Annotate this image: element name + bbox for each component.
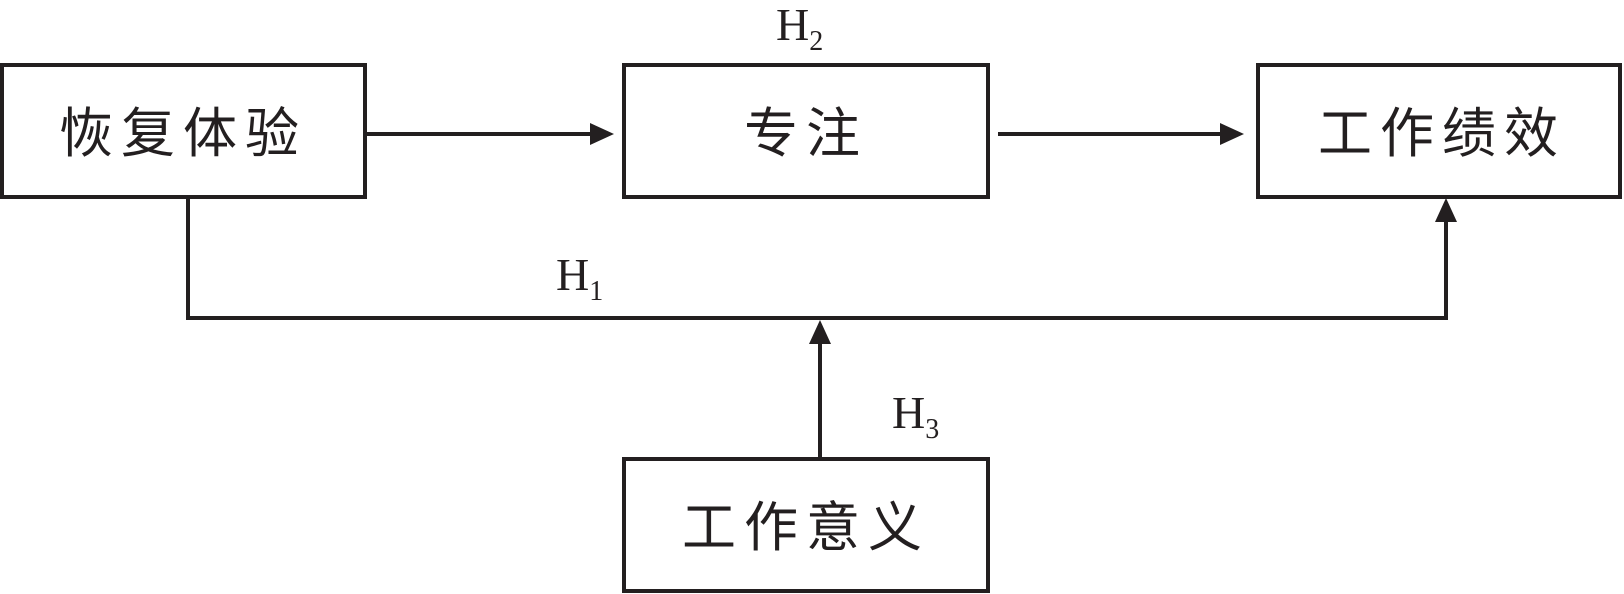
connectors bbox=[186, 123, 1457, 457]
node-recovery-box bbox=[0, 63, 367, 199]
hypothesis-h3-index: 3 bbox=[925, 414, 939, 445]
hypothesis-h3-letter: H bbox=[892, 387, 925, 438]
arrowhead-recovery-to-performance bbox=[1435, 198, 1457, 222]
node-focus-box bbox=[622, 63, 990, 199]
arrowhead-meaning-moderation bbox=[809, 320, 831, 344]
hypothesis-h1-letter: H bbox=[556, 249, 589, 300]
node-performance-label: 工作绩效 bbox=[1318, 102, 1566, 165]
hypothesis-h2-label: H2 bbox=[776, 0, 823, 57]
node-meaning-box bbox=[622, 457, 990, 593]
node-meaning: 工作意义 bbox=[622, 457, 990, 593]
node-recovery-label: 恢复体验 bbox=[59, 102, 307, 165]
arrowhead-focus-to-performance bbox=[1220, 123, 1244, 145]
path-recovery-to-performance bbox=[186, 197, 1448, 320]
hypothesis-h1-index: 1 bbox=[589, 276, 603, 307]
node-recovery: 恢复体验 bbox=[0, 63, 367, 199]
node-focus: 专注 bbox=[622, 63, 990, 199]
node-focus-label: 专注 bbox=[744, 102, 868, 165]
hypothesis-h2-letter: H bbox=[776, 0, 809, 50]
arrowhead-recovery-to-focus bbox=[590, 123, 614, 145]
hypothesis-h3-label: H3 bbox=[892, 387, 939, 445]
hypothesis-h2-index: 2 bbox=[809, 26, 823, 57]
node-performance-box bbox=[1256, 63, 1622, 199]
hypothesis-h1-label: H1 bbox=[556, 249, 603, 307]
node-performance: 工作绩效 bbox=[1256, 63, 1622, 199]
node-meaning-label: 工作意义 bbox=[682, 496, 930, 559]
